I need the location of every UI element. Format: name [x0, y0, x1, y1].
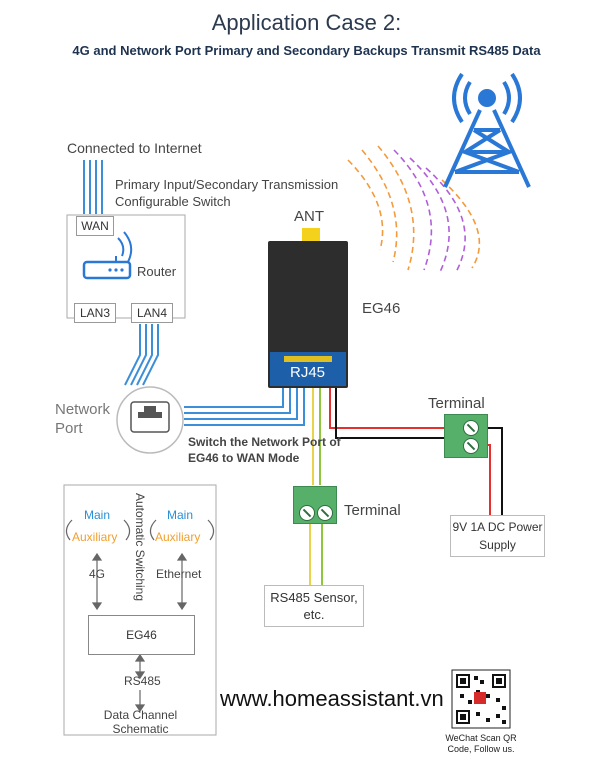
- wan-port: WAN: [76, 216, 114, 236]
- schematic-caption: Data Channel Schematic: [103, 708, 178, 736]
- aux-right-label: Auxiliary: [155, 530, 201, 544]
- switch-config-label: Primary Input/Secondary Transmission Con…: [115, 177, 339, 209]
- power-supply-box: 9V 1A DC Power Supply: [450, 515, 545, 557]
- main-right-label: Main: [167, 508, 194, 522]
- main-left-label: Main: [84, 508, 111, 522]
- rj45-label: RJ45: [290, 364, 326, 381]
- antenna-label: ANT: [294, 208, 324, 225]
- schematic-device-box: EG46: [88, 615, 195, 655]
- router-icon: [82, 231, 133, 280]
- link-4g-label: 4G: [89, 567, 106, 581]
- lan3-port: LAN3: [74, 303, 116, 323]
- switch-wan-label: Switch the Network Port of EG46 to WAN M…: [188, 435, 341, 465]
- page-subtitle: 4G and Network Port Primary and Secondar…: [72, 43, 541, 58]
- sensor-box: RS485 Sensor, etc.: [264, 585, 364, 627]
- antenna-connector: [302, 228, 320, 242]
- qr-caption: WeChat Scan QR Code, Follow us.: [445, 733, 517, 754]
- lan4-port: LAN4: [131, 303, 173, 323]
- device-label: EG46: [362, 300, 401, 317]
- eg46-device: [268, 241, 348, 388]
- terminal-center-label: Terminal: [344, 502, 401, 519]
- internet-label: Connected to Internet: [67, 140, 202, 156]
- qr-code-icon: [451, 669, 511, 729]
- terminal-right-label: Terminal: [428, 395, 485, 412]
- website-label: www.homeassistant.vn: [220, 686, 444, 711]
- auto-switch-label: Automatic Switching: [133, 492, 147, 602]
- network-port-label: Network Port: [55, 401, 111, 437]
- terminal-center: [293, 486, 337, 524]
- terminal-right: [444, 414, 488, 458]
- link-ethernet-label: Ethernet: [156, 567, 202, 581]
- rs485-label: RS485: [124, 674, 161, 688]
- page-title: Application Case 2:: [211, 10, 402, 35]
- aux-left-label: Auxiliary: [72, 530, 118, 544]
- tower-icon: [443, 72, 531, 188]
- router-label: Router: [137, 264, 177, 279]
